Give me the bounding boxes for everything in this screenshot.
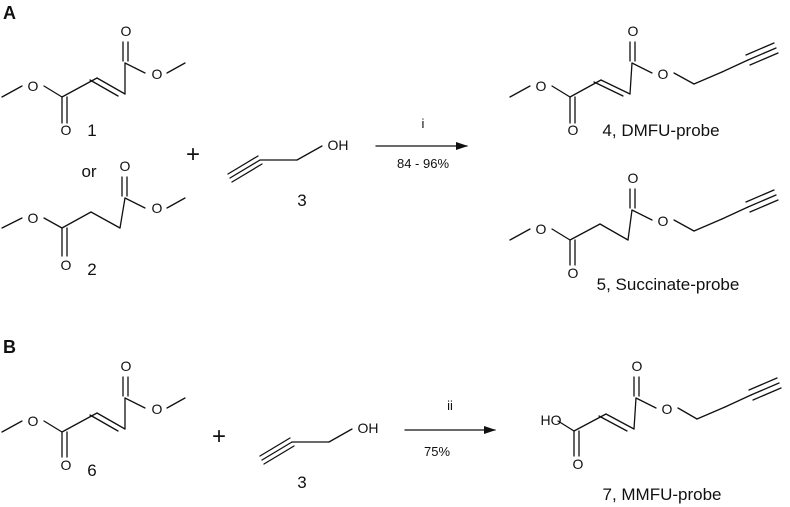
- compound-6-label: 6: [87, 461, 96, 480]
- oxygen-atom: O: [662, 401, 673, 417]
- oxygen-atom: O: [152, 200, 163, 216]
- yield-label-a: 84 - 96%: [397, 156, 449, 171]
- oxygen-atom: O: [632, 358, 643, 374]
- oxygen-atom: O: [152, 66, 163, 82]
- hydroxyl-group: OH: [328, 137, 349, 153]
- oxygen-atom: O: [658, 213, 669, 229]
- hydroxyl-group: OH: [358, 420, 379, 436]
- oxygen-atom: O: [61, 257, 72, 273]
- oxygen-atom: O: [121, 23, 132, 39]
- compound-3-structure-b: OH: [259, 420, 379, 465]
- oxygen-atom: O: [628, 170, 639, 186]
- oxygen-atom: O: [61, 457, 72, 473]
- compound-1-label: 1: [87, 121, 96, 140]
- plus-sign: +: [186, 141, 200, 168]
- oxygen-atom: O: [28, 413, 39, 429]
- compound-2-structure: O O O O: [1, 158, 186, 273]
- compound-5-structure: O O O O: [509, 170, 779, 281]
- compound-3-structure: OH: [227, 137, 349, 183]
- oxygen-atom: O: [568, 122, 579, 138]
- oxygen-atom: O: [568, 265, 579, 281]
- compound-1-structure: O O O O: [1, 23, 186, 138]
- panel-a-label: A: [3, 3, 16, 23]
- oxygen-atom: O: [658, 66, 669, 82]
- oxygen-atom: O: [152, 401, 163, 417]
- hydroxyl-group: HO: [541, 412, 562, 428]
- oxygen-atom: O: [573, 456, 584, 472]
- or-label: or: [81, 162, 96, 181]
- yield-label-b: 75%: [424, 444, 450, 459]
- compound-3-label-b: 3: [297, 473, 306, 492]
- oxygen-atom: O: [120, 158, 131, 174]
- compound-2-label: 2: [87, 260, 96, 279]
- compound-5-label: 5, Succinate-probe: [597, 275, 740, 294]
- oxygen-atom: O: [628, 23, 639, 39]
- panel-b-label: B: [3, 337, 16, 357]
- oxygen-atom: O: [28, 210, 39, 226]
- compound-7-structure: HO O O O: [541, 358, 782, 472]
- oxygen-atom: O: [121, 358, 132, 374]
- plus-sign: +: [212, 423, 226, 450]
- compound-4-label: 4, DMFU-probe: [602, 121, 719, 140]
- compound-6-structure: O O O O: [1, 358, 186, 473]
- compound-7-label: 7, MMFU-probe: [602, 485, 721, 504]
- oxygen-atom: O: [61, 122, 72, 138]
- reagent-label-b: ii: [447, 398, 453, 413]
- reagent-label-a: i: [422, 116, 425, 131]
- compound-3-label: 3: [297, 191, 306, 210]
- oxygen-atom: O: [536, 78, 547, 94]
- oxygen-atom: O: [536, 221, 547, 237]
- oxygen-atom: O: [28, 78, 39, 94]
- compound-4-structure: O O O O: [509, 23, 779, 138]
